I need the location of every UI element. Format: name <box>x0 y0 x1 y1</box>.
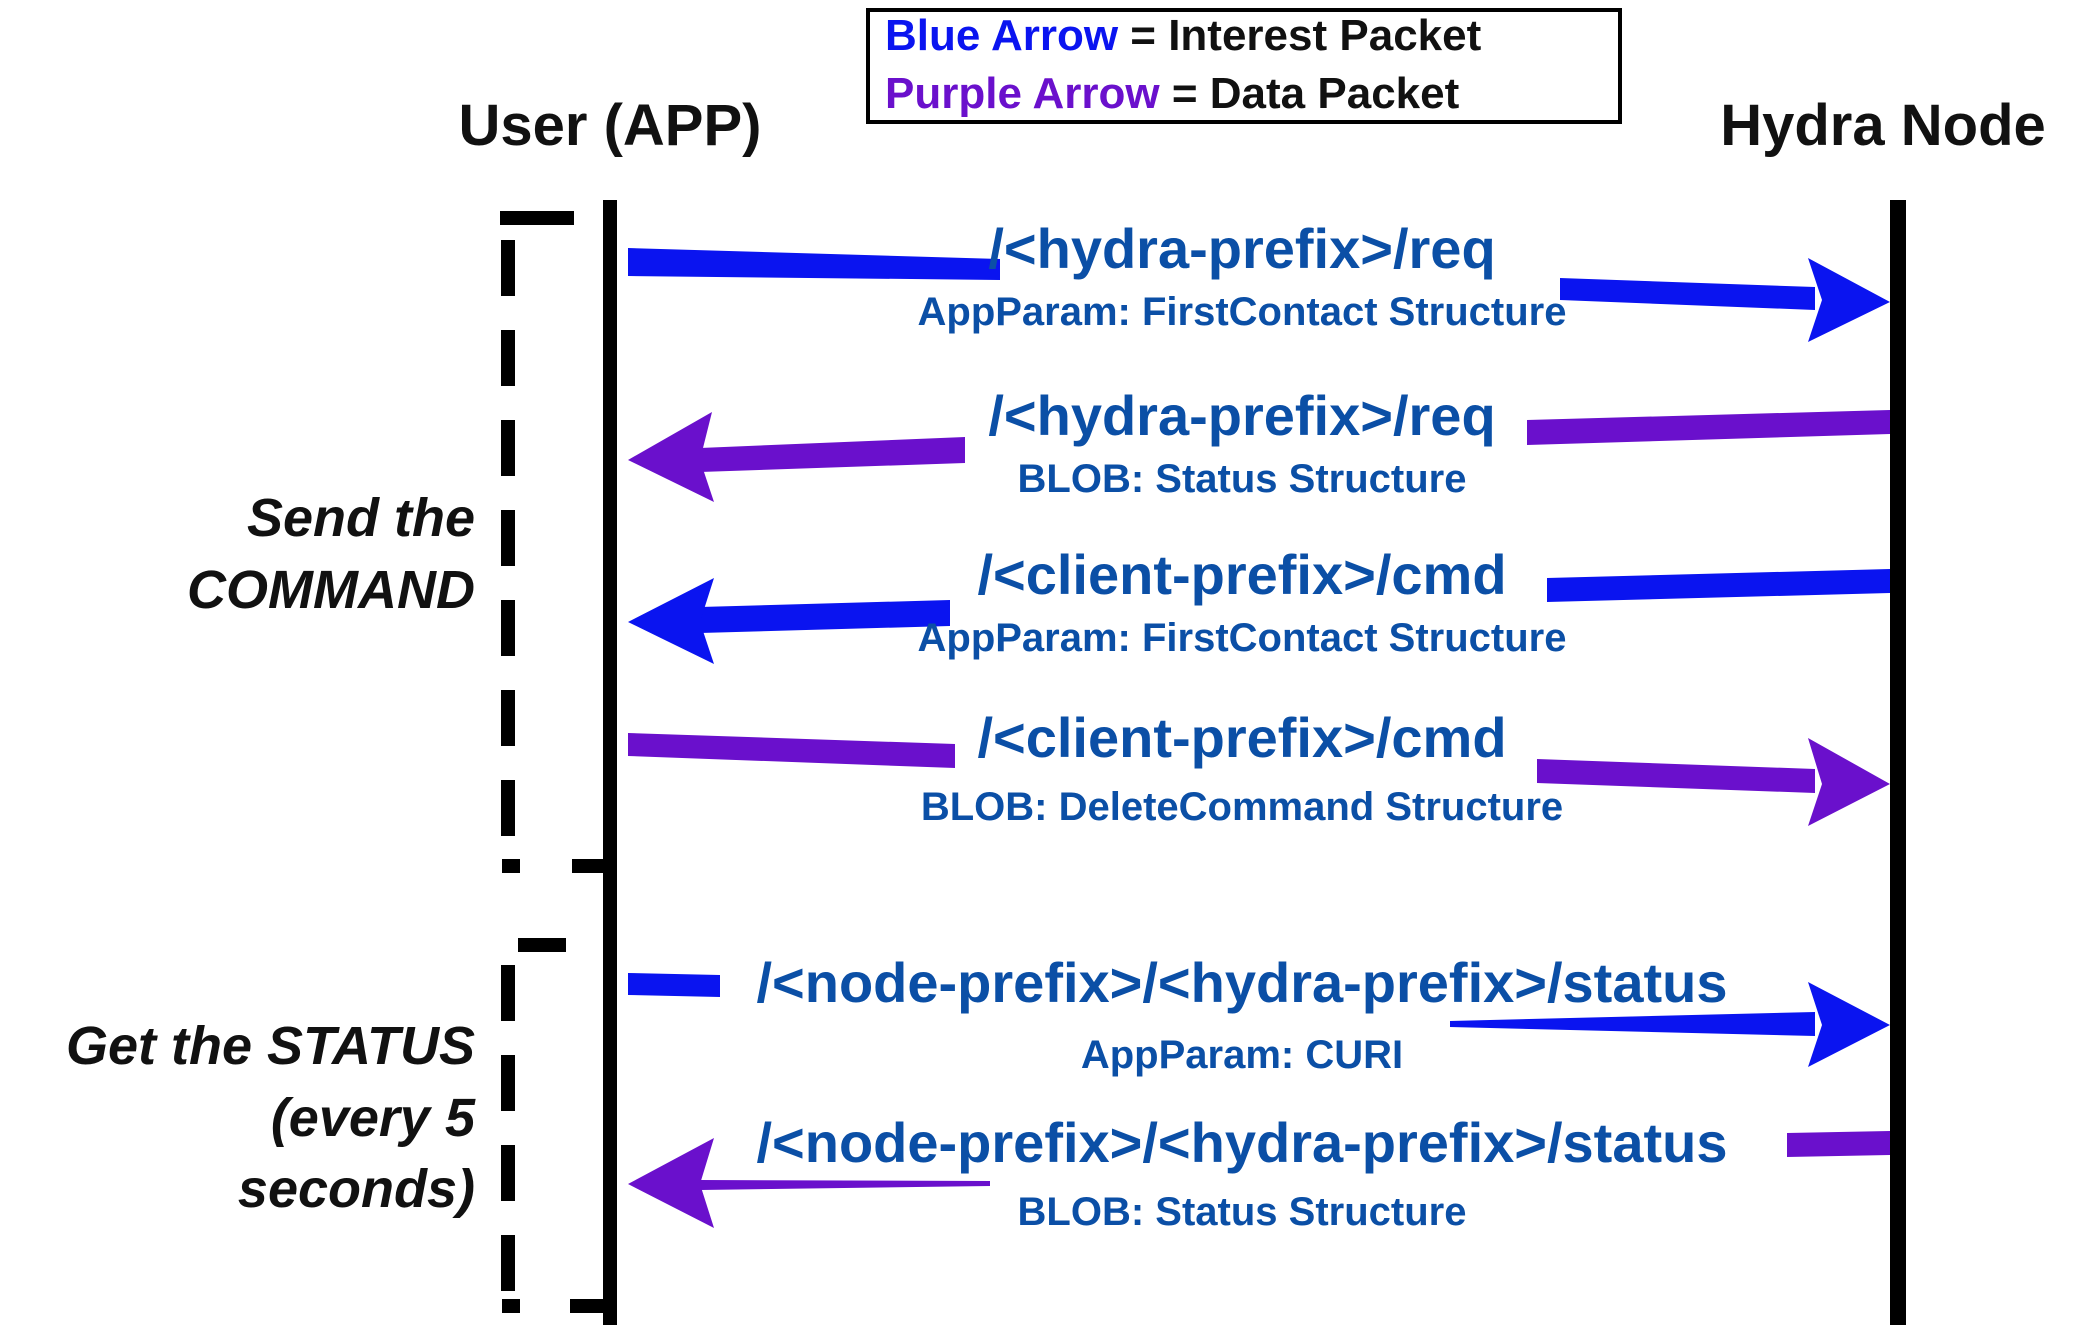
message-name: /<node-prefix>/<hydra-prefix>/status <box>757 951 1728 1014</box>
phase-label-line: Get the STATUS <box>66 1016 475 1076</box>
arrow-body <box>700 437 965 472</box>
legend-purple-term: Purple Arrow <box>885 69 1160 118</box>
message-detail: AppParam: FirstContact Structure <box>918 616 1567 660</box>
actor-user: User (APP) <box>459 93 762 158</box>
message-detail: BLOB: Status Structure <box>1018 457 1467 501</box>
arrow-body <box>1560 278 1815 310</box>
message-detail: BLOB: Status Structure <box>1018 1190 1467 1234</box>
message-data-cmd: /<client-prefix>/cmd BLOB: DeleteCommand… <box>628 706 1890 829</box>
phase-bracket-status <box>501 938 612 1313</box>
legend-row-data: Purple Arrow = Data Packet <box>885 69 1460 118</box>
phase-label-status: Get the STATUS (every 5 seconds) <box>66 1016 476 1219</box>
phase-bracket-command <box>500 211 612 873</box>
message-interest-req: /<hydra-prefix>/req AppParam: FirstConta… <box>628 217 1890 342</box>
arrowhead <box>1808 982 1890 1067</box>
arrowhead <box>1808 258 1890 342</box>
message-name: /<hydra-prefix>/req <box>988 384 1495 447</box>
arrowhead <box>1808 738 1890 826</box>
phase-label-line: (every 5 <box>271 1088 476 1148</box>
arrow-body <box>1537 759 1815 793</box>
legend-blue-def: = Interest Packet <box>1118 11 1482 60</box>
message-data-req: /<hydra-prefix>/req BLOB: Status Structu… <box>628 384 1890 502</box>
message-name: /<node-prefix>/<hydra-prefix>/status <box>757 1111 1728 1174</box>
arrow-body <box>1450 1012 1815 1036</box>
legend-row-interest: Blue Arrow = Interest Packet <box>885 11 1482 60</box>
phase-label-line: seconds) <box>238 1159 475 1219</box>
message-detail: AppParam: FirstContact Structure <box>918 290 1567 334</box>
message-name: /<client-prefix>/cmd <box>977 706 1506 769</box>
lifeline-user <box>603 200 617 1325</box>
arrowhead <box>628 1138 714 1228</box>
arrow-body <box>1787 1131 1890 1157</box>
arrow-body <box>1547 569 1890 602</box>
phase-label-line: COMMAND <box>187 560 475 620</box>
message-detail: BLOB: DeleteCommand Structure <box>921 785 1563 829</box>
arrow-body <box>1527 410 1890 445</box>
arrowhead <box>628 412 714 502</box>
arrow-body <box>628 248 1000 280</box>
arrowhead <box>628 578 714 664</box>
message-interest-status: /<node-prefix>/<hydra-prefix>/status App… <box>628 951 1890 1077</box>
message-detail: AppParam: CURI <box>1081 1033 1403 1077</box>
arrow-body <box>628 733 955 768</box>
arrow-body <box>700 600 950 633</box>
legend-blue-term: Blue Arrow <box>885 11 1119 60</box>
legend-box <box>866 8 1622 124</box>
message-data-status: /<node-prefix>/<hydra-prefix>/status BLO… <box>628 1111 1890 1234</box>
arrow-body <box>700 1180 990 1190</box>
lifeline-hydra-node <box>1890 200 1906 1325</box>
arrow-body <box>628 973 720 997</box>
message-name: /<client-prefix>/cmd <box>977 543 1506 606</box>
phase-label-command: Send the COMMAND <box>187 488 475 620</box>
legend: Blue Arrow = Interest Packet Purple Arro… <box>866 8 1622 124</box>
message-name: /<hydra-prefix>/req <box>988 217 1495 280</box>
legend-purple-def: = Data Packet <box>1160 69 1460 118</box>
phase-label-line: Send the <box>247 488 475 548</box>
actor-hydra-node: Hydra Node <box>1720 93 2046 158</box>
message-interest-cmd: /<client-prefix>/cmd AppParam: FirstCont… <box>628 543 1890 664</box>
